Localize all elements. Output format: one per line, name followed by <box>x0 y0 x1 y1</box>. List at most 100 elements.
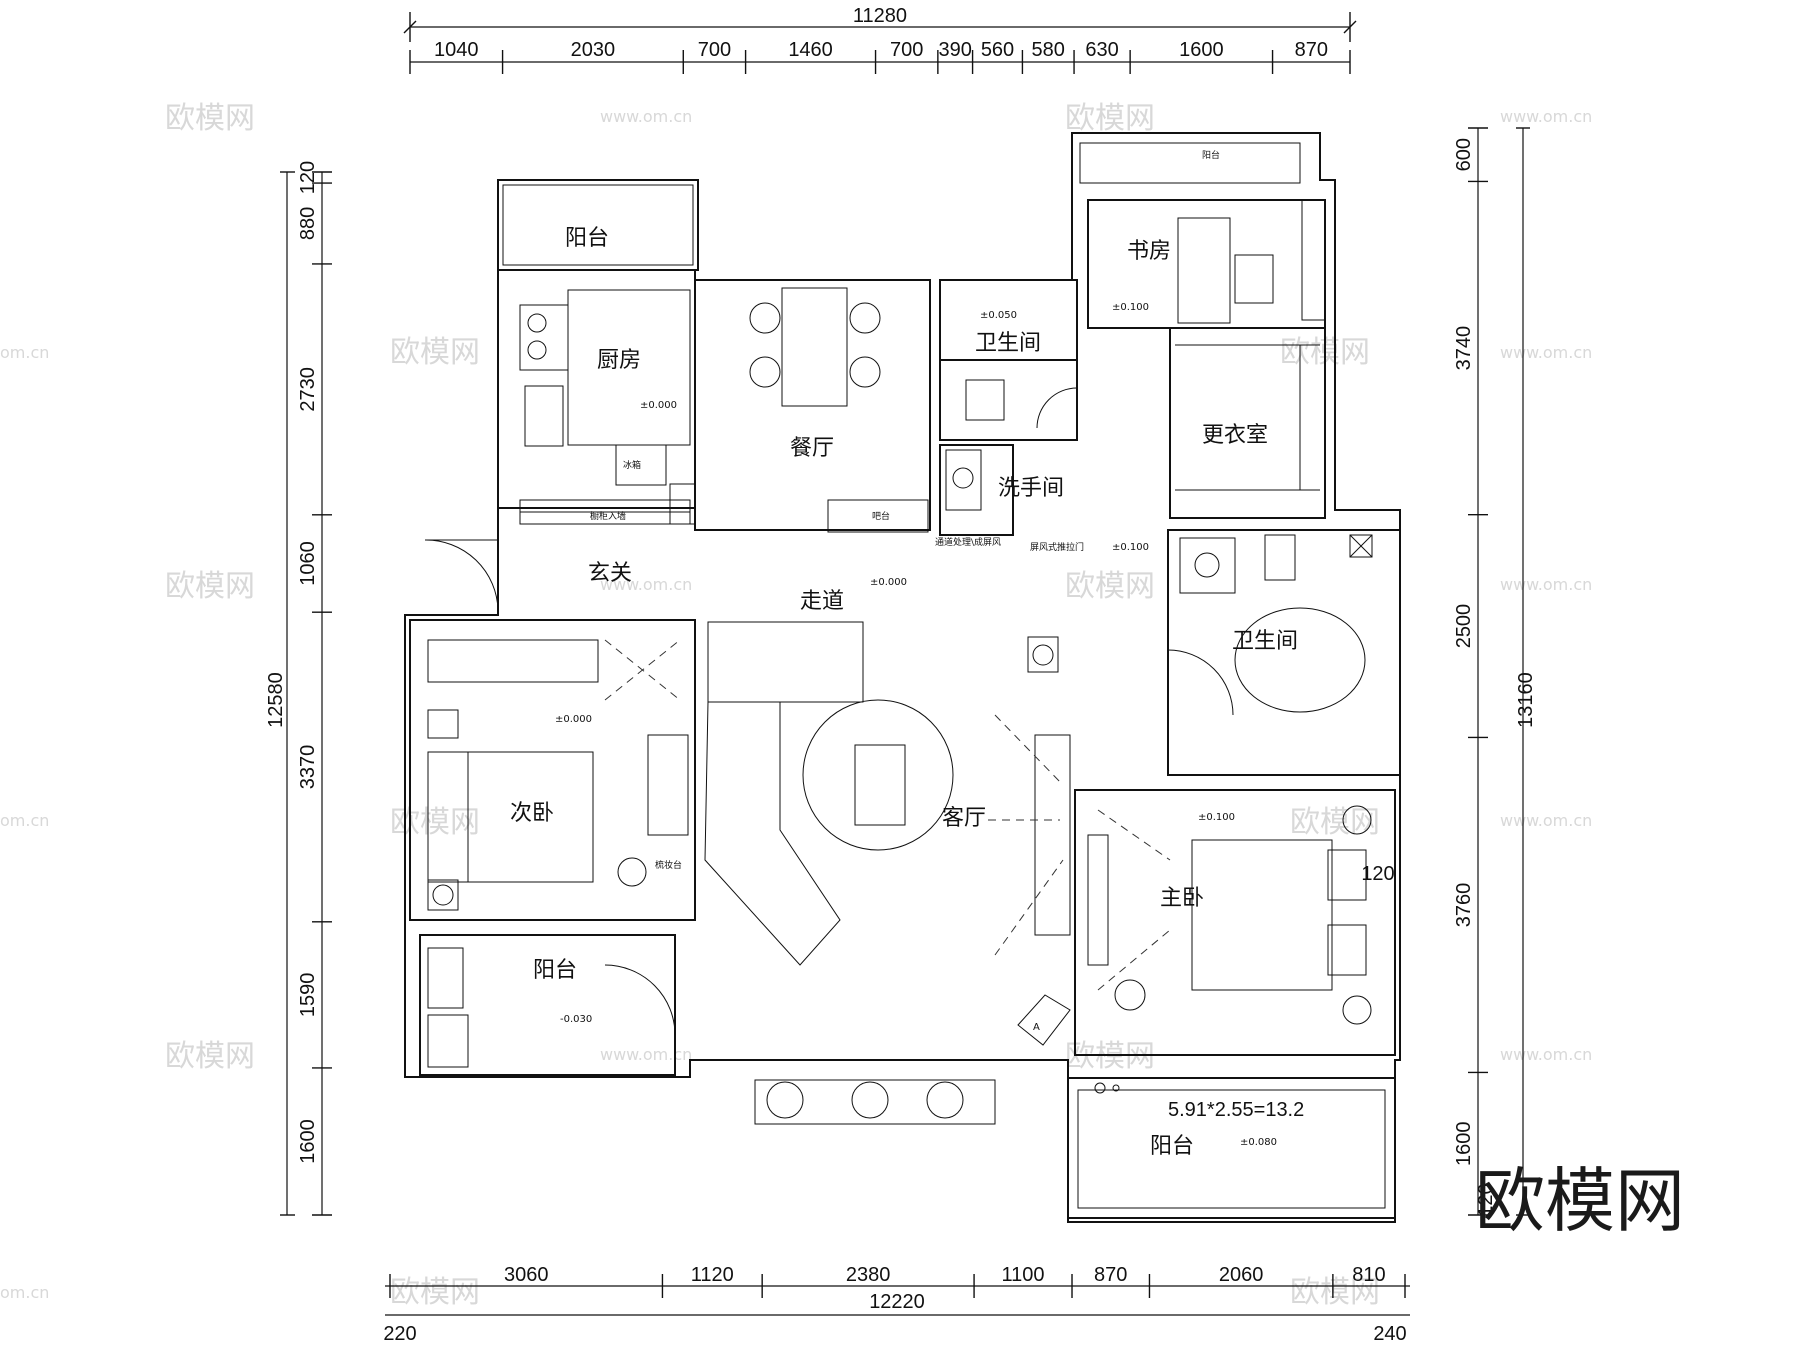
balcony-second-outline <box>419 934 676 1076</box>
balcony-door-icon <box>604 964 676 1036</box>
bottom-end-right: 240 <box>1373 1323 1406 1345</box>
bar-label: 吧台 <box>872 510 890 522</box>
washroom-outline <box>939 444 1014 536</box>
room-label-closet: 更衣室 <box>1202 423 1268 448</box>
left-dimension-label: 880 <box>297 207 319 240</box>
right-dimension-label: 3760 <box>1453 883 1475 928</box>
room-label-second-bedroom: 次卧 <box>510 801 554 826</box>
watermark-url: om.cn <box>0 811 49 830</box>
room-label-balcony-top: 阳台 <box>1202 149 1220 161</box>
lamp-icon <box>1342 805 1372 835</box>
rug-icon <box>802 699 954 851</box>
plant-icon <box>1027 636 1059 673</box>
second-bedroom-outline <box>409 619 696 921</box>
bottom-dimension-label: 870 <box>1094 1264 1127 1286</box>
washer-icon <box>427 947 464 1009</box>
dining-table-icon <box>781 287 848 407</box>
room-label-living: 客厅 <box>942 806 986 831</box>
walls: A <box>404 132 1401 1223</box>
planter-icon <box>754 1079 996 1125</box>
room-label-dining: 餐厅 <box>790 436 834 461</box>
coffee-table-icon <box>854 744 906 826</box>
top-dimension-label: 580 <box>1032 39 1065 61</box>
bottom-dimension-label: 2380 <box>846 1264 891 1286</box>
watermark-brand: 欧模网 <box>1065 1039 1155 1074</box>
entry-door-icon <box>424 539 499 611</box>
watermark-brand: 欧模网 <box>1290 805 1380 840</box>
corridor-note-label: 通道处理\成屏风 <box>935 536 1001 548</box>
left-dimension-label: 1590 <box>297 973 319 1018</box>
watermark-brand: 欧模网 <box>1290 1275 1380 1310</box>
brand-logo: 欧模网 <box>1475 1160 1685 1242</box>
bottom-end-left: 220 <box>383 1323 416 1345</box>
dryer-icon <box>427 1014 469 1068</box>
room-label-entry: 玄关 <box>588 561 632 586</box>
nightstand-icon <box>427 879 459 911</box>
lamp-icon <box>1342 995 1372 1025</box>
right-dimension-label: 1600 <box>1453 1121 1475 1166</box>
nightstand-icon <box>427 709 459 739</box>
watermark-layer: 欧模网 www.om.cn 欧模网 www.om.cn om.cn 欧模网 欧模… <box>0 101 1592 1310</box>
watermark-brand: 欧模网 <box>1065 101 1155 136</box>
right-small-dimension: 120 <box>1475 1183 1497 1216</box>
bottom-dimension-label: 3060 <box>504 1264 549 1286</box>
watermark-url: www.om.cn <box>1500 575 1592 594</box>
top-dimension-label: 630 <box>1085 39 1118 61</box>
watermark-brand: 欧模网 <box>165 101 255 136</box>
stool-icon <box>617 857 647 887</box>
watermark-url: www.om.cn <box>1500 811 1592 830</box>
bathtub-icon <box>1234 607 1366 713</box>
left-dimension-label: 3370 <box>297 745 319 790</box>
level-master-bedroom: ±0.100 <box>1198 812 1235 823</box>
watermark-brand: 欧模网 <box>1065 569 1155 604</box>
stool-icon <box>1114 979 1146 1011</box>
left-dimension-label: 1060 <box>297 541 319 586</box>
annotation-labels: 冰箱 吧台 梳妆台 橱柜入墙 通道处理\成屏风 屏风式推拉门 ±0.000 ±0… <box>555 302 1277 1148</box>
sink-icon <box>524 385 564 447</box>
balcony-master-outline <box>1067 1077 1396 1219</box>
dining-outline <box>694 279 931 531</box>
toilet-icon <box>965 379 1005 421</box>
room-label-kitchen: 厨房 <box>597 348 641 373</box>
room-label-balcony-master: 阳台 <box>1150 1134 1194 1159</box>
watermark-url: www.om.cn <box>600 575 692 594</box>
bottom-dimension-label: 2060 <box>1219 1264 1264 1286</box>
bed-icon <box>1191 839 1333 991</box>
room-label-balcony-kitchen: 阳台 <box>565 226 609 251</box>
room-label-corridor: 走道 <box>800 589 844 614</box>
right-dimension-label: 2500 <box>1453 604 1475 649</box>
level-balcony-second: -0.030 <box>560 1014 592 1025</box>
room-label-bath-small: 卫生间 <box>975 331 1041 356</box>
top-dimension-label: 560 <box>981 39 1014 61</box>
room-label-balcony-second: 阳台 <box>533 958 577 983</box>
bottom-dimension-label: 1120 <box>691 1264 734 1286</box>
watermark-brand: 欧模网 <box>390 805 480 840</box>
balcony-area-formula: 5.91*2.55=13.2 <box>1168 1099 1304 1121</box>
sofa-icon <box>704 701 841 966</box>
door-swing-icon <box>1167 649 1234 716</box>
right-dimension-label: 600 <box>1453 138 1475 171</box>
level-bath-small: ±0.050 <box>980 310 1017 321</box>
top-dimension-label: 2030 <box>571 39 616 61</box>
cabinet-label: 橱柜入墙 <box>590 510 626 522</box>
watermark-url: om.cn <box>0 343 49 362</box>
desk-icon <box>1177 217 1231 324</box>
level-bath-master: ±0.100 <box>1112 542 1149 553</box>
chair-icon <box>1234 254 1274 304</box>
bar-counter-icon <box>827 499 929 533</box>
room-labels: 阳台 厨房 餐厅 卫生间 洗手间 书房 阳台 更衣室 玄关 走道 次卧 阳台 客… <box>510 149 1304 1159</box>
outer-wall <box>404 132 1401 1223</box>
top-total-dimension: 11280 <box>853 5 907 27</box>
watermark-url: www.om.cn <box>1500 1045 1592 1064</box>
kitchen-outline <box>497 269 696 509</box>
watermark-brand: 欧模网 <box>165 569 255 604</box>
watermark-brand: 欧模网 <box>390 1275 480 1310</box>
bath-master-outline <box>1167 529 1401 776</box>
tv-cabinet-icon <box>1034 734 1071 936</box>
